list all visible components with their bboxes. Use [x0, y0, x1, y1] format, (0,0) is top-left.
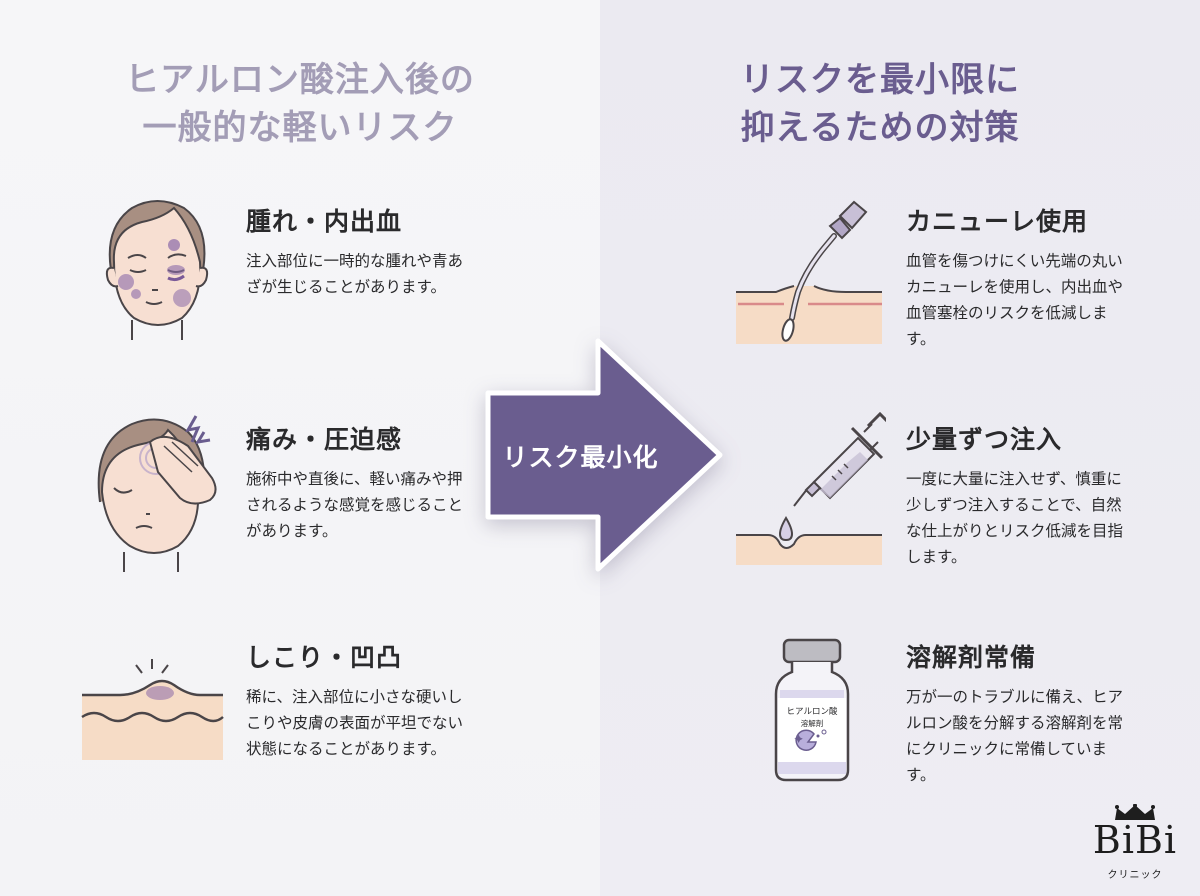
arrow-label: リスク最小化: [502, 443, 659, 472]
syringe-icon: [736, 411, 886, 565]
crown-icon: [1115, 804, 1155, 820]
left-heading: ヒアルロン酸注入後の 一般的な軽いリスク: [125, 60, 475, 148]
logo-brand: BiBi: [1092, 818, 1178, 862]
vial-label-line1: ヒアルロン酸: [787, 706, 838, 717]
risk-desc-pain: 施術中や直後に、軽い痛みや押されるような感覚を感じることがあります。: [246, 470, 464, 540]
cannula-icon: [736, 200, 882, 344]
vial-icon: ヒアルロン酸 溶解剤: [774, 638, 850, 782]
skin-lump-icon: [81, 659, 224, 760]
right-heading: リスクを最小限に 抑えるための対策: [740, 60, 1020, 148]
headache-face-icon: [97, 415, 217, 572]
measure-title-cannula: カニューレ使用: [906, 207, 1089, 236]
risk-desc-lumps: 稀に、注入部位に小さな硬いしこりや皮膚の表面が平坦でない状態になることがあります…: [246, 688, 464, 758]
measure-desc-cannula: 血管を傷つけにくい先端の丸いカニューレを使用し、内出血や血管塞栓のリスクを低減し…: [906, 252, 1124, 348]
measure-title-dissolver: 溶解剤常備: [906, 643, 1037, 672]
risk-title-pain: 痛み・圧迫感: [246, 425, 403, 454]
measure-desc-dissolver: 万が一のトラブルに備え、ヒアルロン酸を分解する溶解剤を常にクリニックに常備してい…: [906, 688, 1124, 784]
logo-subtitle: クリニック: [1107, 870, 1163, 881]
risk-desc-swelling: 注入部位に一時的な腫れや青あざが生じることがあります。: [246, 252, 464, 296]
risk-title-lumps: しこり・凹凸: [246, 643, 403, 672]
bruised-face-icon: [105, 200, 209, 340]
right-arrow-icon: [485, 338, 723, 572]
measure-title-syringe: 少量ずつ注入: [906, 425, 1063, 454]
risk-title-swelling: 腫れ・内出血: [246, 207, 403, 236]
measure-desc-syringe: 一度に大量に注入せず、慎重に少しずつ注入することで、自然な仕上がりとリスク低減を…: [906, 470, 1124, 566]
vial-label-line2: 溶解剤: [801, 718, 824, 728]
bibi-clinic-logo: BiBi クリニック: [1080, 800, 1190, 890]
